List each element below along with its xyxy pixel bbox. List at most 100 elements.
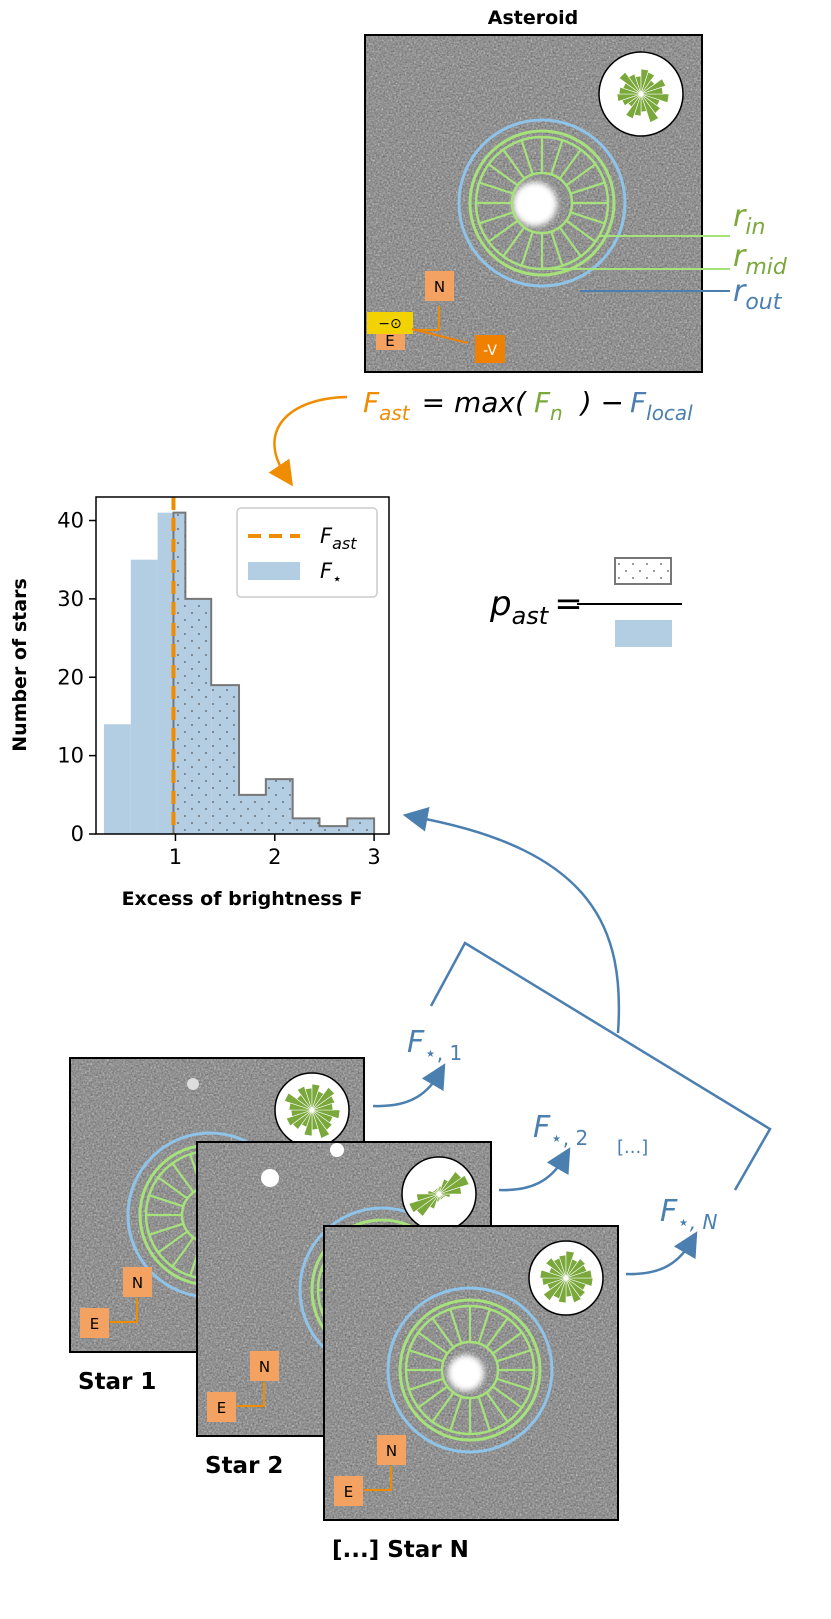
chart-legend: Fast F⋆ — [236, 507, 378, 598]
legend-ast-label: Fast — [320, 524, 357, 553]
asteroid-sector-spokes — [476, 137, 608, 269]
velocity-box — [475, 335, 505, 363]
sector-spoke — [492, 1331, 523, 1355]
legend-star-swatch — [248, 562, 300, 580]
formula-to-chart-arrow — [268, 395, 348, 487]
y-tick-label: 30 — [57, 587, 84, 611]
sector-spoke — [485, 1317, 509, 1348]
star-outer-ring — [386, 1286, 554, 1454]
compass-n-label: N — [434, 278, 445, 296]
sector-spoke — [171, 1237, 195, 1268]
compass-e-label: E — [385, 332, 394, 350]
sector-spoke — [417, 1385, 448, 1409]
sector-spoke — [408, 1349, 444, 1363]
compass-n-label: N — [132, 1274, 143, 1292]
compass-e-label: E — [344, 1483, 353, 1501]
r-out-label: rout — [733, 274, 783, 315]
sector-spoke — [520, 139, 534, 175]
compass-e-label: E — [90, 1315, 99, 1333]
numerator-dots — [615, 558, 671, 584]
denominator-swatch — [615, 620, 672, 647]
sector-spoke — [565, 219, 597, 243]
compass-e-box — [207, 1392, 236, 1422]
histogram-bar — [103, 724, 131, 834]
rose-petal — [640, 86, 664, 95]
sector-spoke — [157, 1230, 188, 1254]
sector-spoke — [408, 1377, 444, 1391]
histogram-bar-hatch — [173, 512, 186, 834]
asteroid-core — [522, 191, 548, 217]
sector-spoke — [478, 211, 514, 225]
sector-spoke — [502, 148, 526, 180]
sector-spoke — [492, 1385, 523, 1409]
sector-spoke — [477, 1308, 491, 1344]
asteroid-flux-formula: Fast= max(Fn) −Flocal — [268, 386, 693, 487]
velocity-label: -V — [483, 343, 497, 359]
sector-spoke — [148, 1222, 184, 1236]
histogram-bar-hatch — [211, 685, 240, 834]
x-tick-label: 1 — [169, 845, 182, 869]
sector-spoke — [570, 211, 606, 225]
compass-n-label: N — [259, 1358, 270, 1376]
sector-spoke — [496, 1377, 532, 1391]
plot-frame — [95, 496, 390, 835]
probability-formula: past= — [489, 557, 682, 647]
compass-n-box — [123, 1267, 152, 1297]
sun-direction-box — [367, 312, 413, 334]
star-panel-3: NE — [323, 1225, 619, 1521]
sector-spoke — [417, 1331, 448, 1355]
histogram-bar-hatch — [239, 794, 266, 834]
sector-spoke — [157, 1176, 188, 1200]
r-mid-label: rmid — [733, 239, 788, 280]
sector-spoke — [570, 181, 606, 195]
rose-petal — [311, 1103, 334, 1111]
sector-spoke — [487, 219, 519, 243]
rose-petal — [438, 1186, 462, 1195]
sector-spoke — [502, 226, 526, 258]
y-tick-label: 20 — [57, 665, 84, 689]
sector-spoke — [520, 231, 534, 267]
star-mid-ring — [398, 1298, 542, 1442]
p-ast-label: past= — [489, 584, 583, 630]
star-n-label: [...] Star N — [332, 1537, 469, 1563]
r-in-label: rin — [733, 199, 765, 240]
sector-spoke — [550, 139, 564, 175]
sector-spoke — [431, 1317, 455, 1348]
sector-spoke — [449, 1308, 463, 1344]
histogram-bar — [157, 512, 174, 834]
histogram-bar — [130, 559, 158, 834]
y-tick-label: 0 — [71, 822, 84, 846]
histogram-hatched-region — [173, 512, 375, 834]
field-star — [261, 1169, 279, 1187]
asteroid-frame — [364, 34, 703, 373]
sector-spoke — [171, 1162, 195, 1193]
sector-spoke — [148, 1194, 184, 1208]
compass-e-box — [80, 1308, 109, 1338]
y-axis-label: Number of stars — [9, 578, 31, 752]
star-frame — [323, 1225, 619, 1521]
field-star — [330, 1143, 344, 1157]
sector-spoke — [478, 181, 514, 195]
sector-spoke — [558, 226, 582, 258]
star-2-label: Star 2 — [205, 1453, 283, 1479]
compass-n-box — [250, 1351, 279, 1381]
histogram-bar-hatch — [319, 826, 348, 834]
histogram-bar-hatch — [265, 779, 293, 834]
compass-lines — [110, 1298, 138, 1323]
star-aperture — [386, 1286, 554, 1454]
field-star — [187, 1078, 199, 1090]
sector-spoke — [565, 163, 597, 187]
y-tick-label: 10 — [57, 744, 84, 768]
histogram-bar-hatch — [292, 818, 320, 834]
compass-lines — [364, 1466, 392, 1491]
star-2-arrow — [498, 1147, 571, 1192]
asteroid-mid-ring — [468, 129, 616, 277]
asteroid-panel: Asteroid N E −⊙ -V rin — [364, 7, 788, 373]
sector-spoke — [477, 1396, 491, 1432]
star-rose-plot — [283, 1083, 341, 1139]
